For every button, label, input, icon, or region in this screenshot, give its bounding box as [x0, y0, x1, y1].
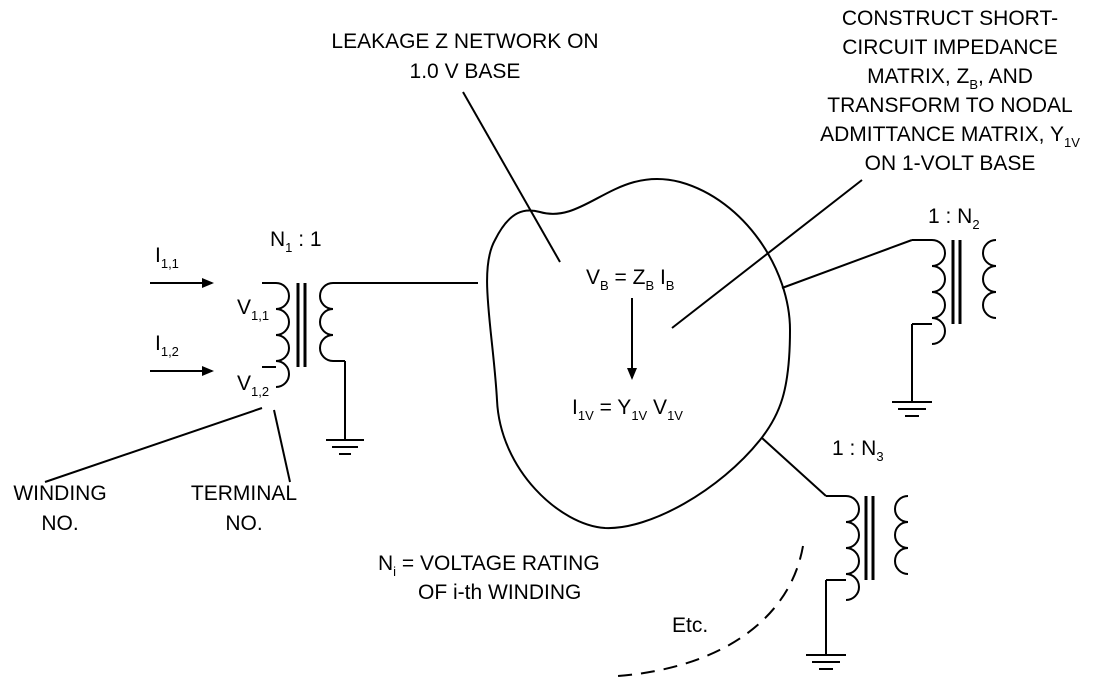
ratio-n1: N1 : 1 [270, 228, 322, 255]
n3-connection-line [761, 437, 827, 497]
n2-connection-line [781, 239, 913, 289]
voltage-v12: V1,2 [237, 372, 269, 399]
rating-line1: Ni = VOLTAGE RATING [378, 552, 600, 579]
construct-pointer-line [671, 179, 863, 329]
construct-line3: MATRIX, ZB, AND [867, 65, 1033, 92]
terminal-pointer-line [273, 409, 291, 483]
ratio-n3: 1 : N3 [832, 437, 884, 464]
leakage-label-line1: LEAKAGE Z NETWORK ON [331, 30, 598, 53]
left-transformer [262, 282, 478, 455]
voltage-v11: V1,1 [237, 296, 269, 323]
current-i12: I1,2 [155, 332, 179, 359]
winding-label-line1: WINDING [13, 482, 106, 505]
construct-line1: CONSTRUCT SHORT- [842, 7, 1058, 30]
terminal-label-line2: NO. [225, 512, 262, 535]
terminal-label-line1: TERMINAL [191, 482, 297, 505]
winding-label-line2: NO. [41, 512, 78, 535]
leakage-label-line2: 1.0 V BASE [410, 60, 521, 83]
winding-pointer-line [44, 407, 263, 483]
construct-line4: TRANSFORM TO NODAL [827, 94, 1072, 117]
equation-i1v: I1V = Y1V V1V [572, 396, 683, 423]
ratio-n2: 1 : N2 [928, 205, 980, 232]
rating-line2: OF i-th WINDING [418, 581, 581, 604]
equation-vb: VB = ZB IB [586, 266, 674, 293]
current-i11: I1,1 [155, 244, 179, 271]
construct-line6: ON 1-VOLT BASE [865, 152, 1036, 175]
construct-line5: ADMITTANCE MATRIX, Y1V [820, 123, 1080, 150]
transformer-n2 [892, 239, 997, 417]
leakage-network-boundary [486, 177, 792, 530]
transformer-n3 [806, 495, 909, 670]
construct-line2: CIRCUIT IMPEDANCE [842, 36, 1057, 59]
leakage-pointer-line [462, 91, 561, 263]
etc-label: Etc. [672, 614, 708, 637]
continuation-dashed-curve [617, 545, 804, 677]
